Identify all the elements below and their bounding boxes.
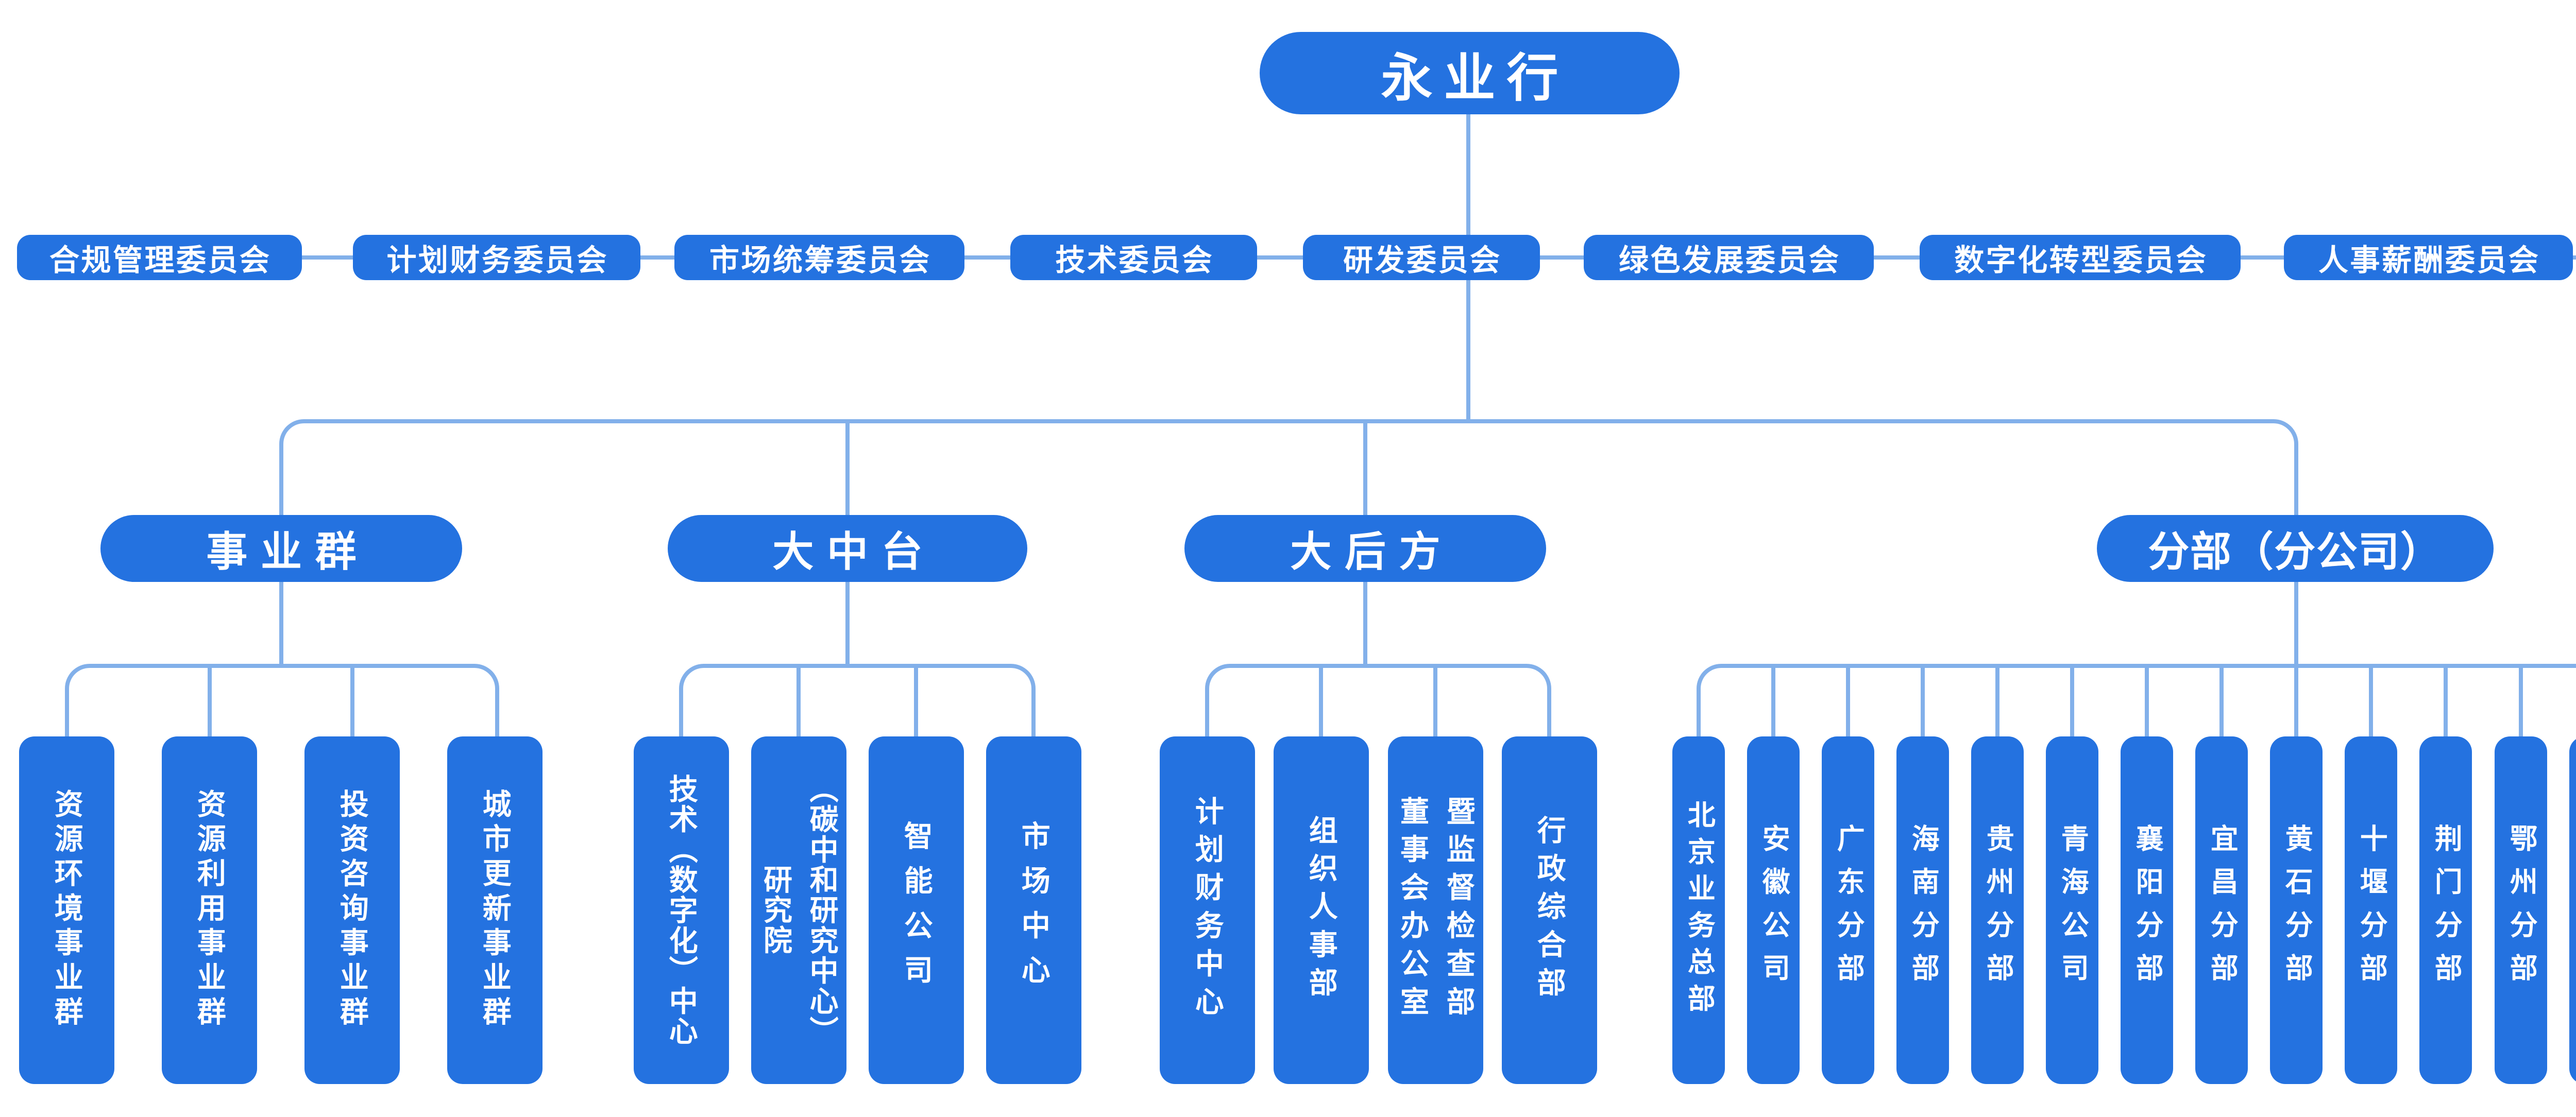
node-leaf-investment-consulting: 投资咨询事业群 — [304, 736, 400, 1084]
leaf-label: 行政综合部 — [1533, 815, 1566, 1006]
node-leaf-resource-environment: 资源环境事业群 — [19, 736, 114, 1084]
node-leaf-research-institute: 研究院 （碳中和研究中心） — [751, 736, 846, 1084]
node-leaf-guizhou: 贵州分部 — [1971, 736, 2024, 1084]
leaf-label: 贵州分部 — [1982, 824, 2013, 996]
leaf-label: 海南分部 — [1907, 824, 1939, 996]
leaf-label: 投资咨询事业群 — [336, 789, 369, 1032]
node-leaf-resource-utilization: 资源利用事业群 — [162, 736, 257, 1084]
connector-group2-stub2 — [796, 664, 801, 736]
connector-group4-stub3 — [1846, 664, 1850, 736]
node-leaf-intelligence-company: 智能公司 — [869, 736, 964, 1084]
node-committee-technology: 技术委员会 — [1010, 235, 1257, 280]
connector-group4-stub12 — [2519, 664, 2523, 736]
node-leaf-qinghai: 青海公司 — [2046, 736, 2098, 1084]
connector-committee-7-8 — [2241, 255, 2284, 260]
leaf-label: 城市更新事业群 — [479, 789, 512, 1032]
connector-group3-stub2 — [1319, 664, 1323, 736]
connector-committee-1-2 — [302, 255, 353, 260]
leaf-label: 组织人事部 — [1305, 815, 1338, 1006]
connector-group4-bracket — [1697, 664, 2576, 736]
node-leaf-tech-digital-center: 技术（数字化）中心 — [634, 736, 729, 1084]
connector-group4-stem — [2294, 581, 2298, 667]
leaf-label: 荆门分部 — [2430, 824, 2462, 996]
leaf-label: 十堰分部 — [2355, 824, 2387, 996]
node-leaf-anhui: 安徽公司 — [1747, 736, 1800, 1084]
connector-committee-2-3 — [640, 255, 674, 260]
leaf-label: 北京业务总部 — [1683, 800, 1715, 1021]
leaf-label: 黄石分部 — [2281, 824, 2312, 996]
node-leaf-huangshi: 黄石分部 — [2270, 736, 2323, 1084]
connector-group3-stub3 — [1433, 664, 1437, 736]
node-group-business-groups: 事业群 — [100, 515, 462, 582]
connector-group4-stub5 — [1995, 664, 1999, 736]
connector-groups-bracket — [279, 419, 2298, 516]
leaf-label: 安徽公司 — [1758, 824, 1789, 996]
node-leaf-yichang: 宜昌分部 — [2195, 736, 2248, 1084]
leaf-label: 鄂州分部 — [2505, 824, 2537, 996]
connector-group1-stub3 — [350, 664, 354, 736]
node-group-rear-support: 大后方 — [1184, 515, 1546, 582]
connector-drop-group2 — [845, 419, 850, 516]
node-committee-market-coord: 市场统筹委员会 — [674, 235, 964, 280]
node-leaf-jingmen: 荆门分部 — [2419, 736, 2472, 1084]
leaf-label: 研究院 （碳中和研究中心） — [759, 774, 839, 1047]
leaf-label: 孝感分部 — [2573, 824, 2576, 996]
node-group-branches: 分部（分公司） — [2097, 515, 2494, 582]
connector-group1-stub2 — [208, 664, 212, 736]
leaf-label: 青海公司 — [2057, 824, 2088, 996]
node-root-company: 永业行 — [1260, 32, 1680, 114]
node-leaf-hainan: 海南分部 — [1896, 736, 1949, 1084]
node-group-middle-platform: 大中台 — [668, 515, 1027, 582]
leaf-label: 襄阳分部 — [2131, 824, 2163, 996]
connector-group1-stem — [279, 581, 283, 667]
connector-group2-stem — [845, 581, 850, 667]
node-leaf-admin-general-dept: 行政综合部 — [1502, 736, 1597, 1084]
connector-group2-stub3 — [914, 664, 918, 736]
connector-committee-4-5 — [1257, 255, 1303, 260]
leaf-label: 市场中心 — [1018, 820, 1050, 1000]
leaf-label: 宜昌分部 — [2206, 824, 2238, 996]
connector-group4-stub7 — [2145, 664, 2149, 736]
connector-group2-bracket — [679, 664, 1036, 736]
connector-group4-stub6 — [2070, 664, 2074, 736]
node-committee-green-dev: 绿色发展委员会 — [1584, 235, 1874, 280]
leaf-label: 广东分部 — [1833, 824, 1864, 996]
node-leaf-board-office: 董事会办公室 暨监督检查部 — [1388, 736, 1483, 1084]
node-committee-hr-compensation: 人事薪酬委员会 — [2284, 235, 2573, 280]
connector-committee-6-7 — [1874, 255, 1920, 260]
connector-committee-8-9 — [2573, 255, 2576, 260]
node-committee-rnd: 研发委员会 — [1303, 235, 1540, 280]
connector-drop-group3 — [1363, 419, 1367, 516]
connector-group4-stub9 — [2294, 664, 2298, 736]
node-leaf-guangdong: 广东分部 — [1822, 736, 1874, 1084]
connector-group3-stem — [1363, 581, 1367, 667]
node-committee-digital-transform: 数字化转型委员会 — [1920, 235, 2241, 280]
leaf-label: 资源环境事业群 — [50, 789, 83, 1032]
connector-committee-3-4 — [964, 255, 1010, 260]
node-leaf-ezhou: 鄂州分部 — [2495, 736, 2547, 1084]
leaf-label: 智能公司 — [900, 820, 933, 1000]
connector-group4-stub8 — [2219, 664, 2224, 736]
leaf-label: 董事会办公室 暨监督检查部 — [1396, 796, 1476, 1025]
connector-committee-5-6 — [1540, 255, 1584, 260]
connector-group4-stub4 — [1921, 664, 1925, 736]
node-leaf-xiaogan: 孝感分部 — [2569, 736, 2576, 1084]
node-leaf-beijing: 北京业务总部 — [1672, 736, 1725, 1084]
node-leaf-xiangyang: 襄阳分部 — [2121, 736, 2173, 1084]
node-committee-compliance: 合规管理委员会 — [17, 235, 302, 280]
connector-group3-bracket — [1205, 664, 1551, 736]
leaf-label: 计划财务中心 — [1191, 796, 1224, 1025]
node-leaf-shiyan: 十堰分部 — [2345, 736, 2397, 1084]
node-committee-plan-finance: 计划财务委员会 — [353, 235, 640, 280]
connector-group4-stub11 — [2444, 664, 2448, 736]
connector-group1-bracket — [65, 664, 499, 736]
leaf-label: 技术（数字化）中心 — [665, 774, 698, 1047]
node-leaf-plan-finance-center: 计划财务中心 — [1160, 736, 1255, 1084]
node-leaf-org-hr-dept: 组织人事部 — [1274, 736, 1369, 1084]
node-leaf-market-center: 市场中心 — [986, 736, 1081, 1084]
node-leaf-urban-renewal: 城市更新事业群 — [447, 736, 543, 1084]
connector-group4-stub10 — [2369, 664, 2373, 736]
connector-group4-stub2 — [1771, 664, 1775, 736]
leaf-label: 资源利用事业群 — [193, 789, 226, 1032]
